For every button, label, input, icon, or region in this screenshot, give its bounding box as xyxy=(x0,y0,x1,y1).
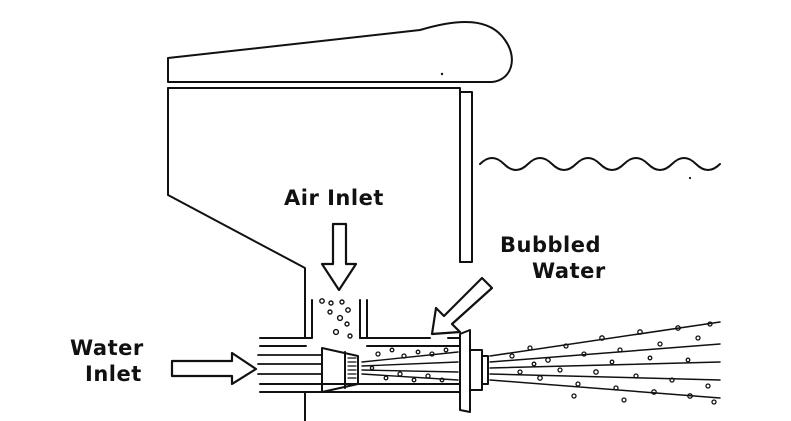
intake-bubbles xyxy=(319,298,353,339)
water-inlet-arrow xyxy=(170,351,258,386)
exit-bubbles xyxy=(509,321,717,405)
water-dot xyxy=(688,176,692,180)
bubbled-water-label-line2: Water xyxy=(532,259,606,283)
bubbled-water-label-line1: Bubbled xyxy=(500,233,601,257)
hull-dot xyxy=(440,72,444,76)
tube-bubbles xyxy=(369,347,449,383)
housing-left-edge xyxy=(167,87,306,308)
water-inlet-label-line2: Inlet xyxy=(85,362,142,386)
air-inlet-label: Air Inlet xyxy=(284,186,384,210)
outlet-hub xyxy=(481,355,489,385)
transom-plate xyxy=(459,91,473,263)
bubbled-water-arrow xyxy=(430,276,494,336)
inner-jet-lines xyxy=(361,351,459,381)
water-inlet-label-line1: Water xyxy=(70,336,144,360)
nozzle-hatch xyxy=(347,357,357,379)
exit-jet-lines xyxy=(489,321,721,399)
water-surface xyxy=(479,157,721,171)
air-inlet-arrow xyxy=(320,222,358,292)
housing-body xyxy=(167,87,461,263)
outlet-flange xyxy=(459,329,471,413)
outlet-cap xyxy=(469,349,483,391)
hull-plate xyxy=(167,21,513,83)
water-flow-lines xyxy=(257,354,323,375)
